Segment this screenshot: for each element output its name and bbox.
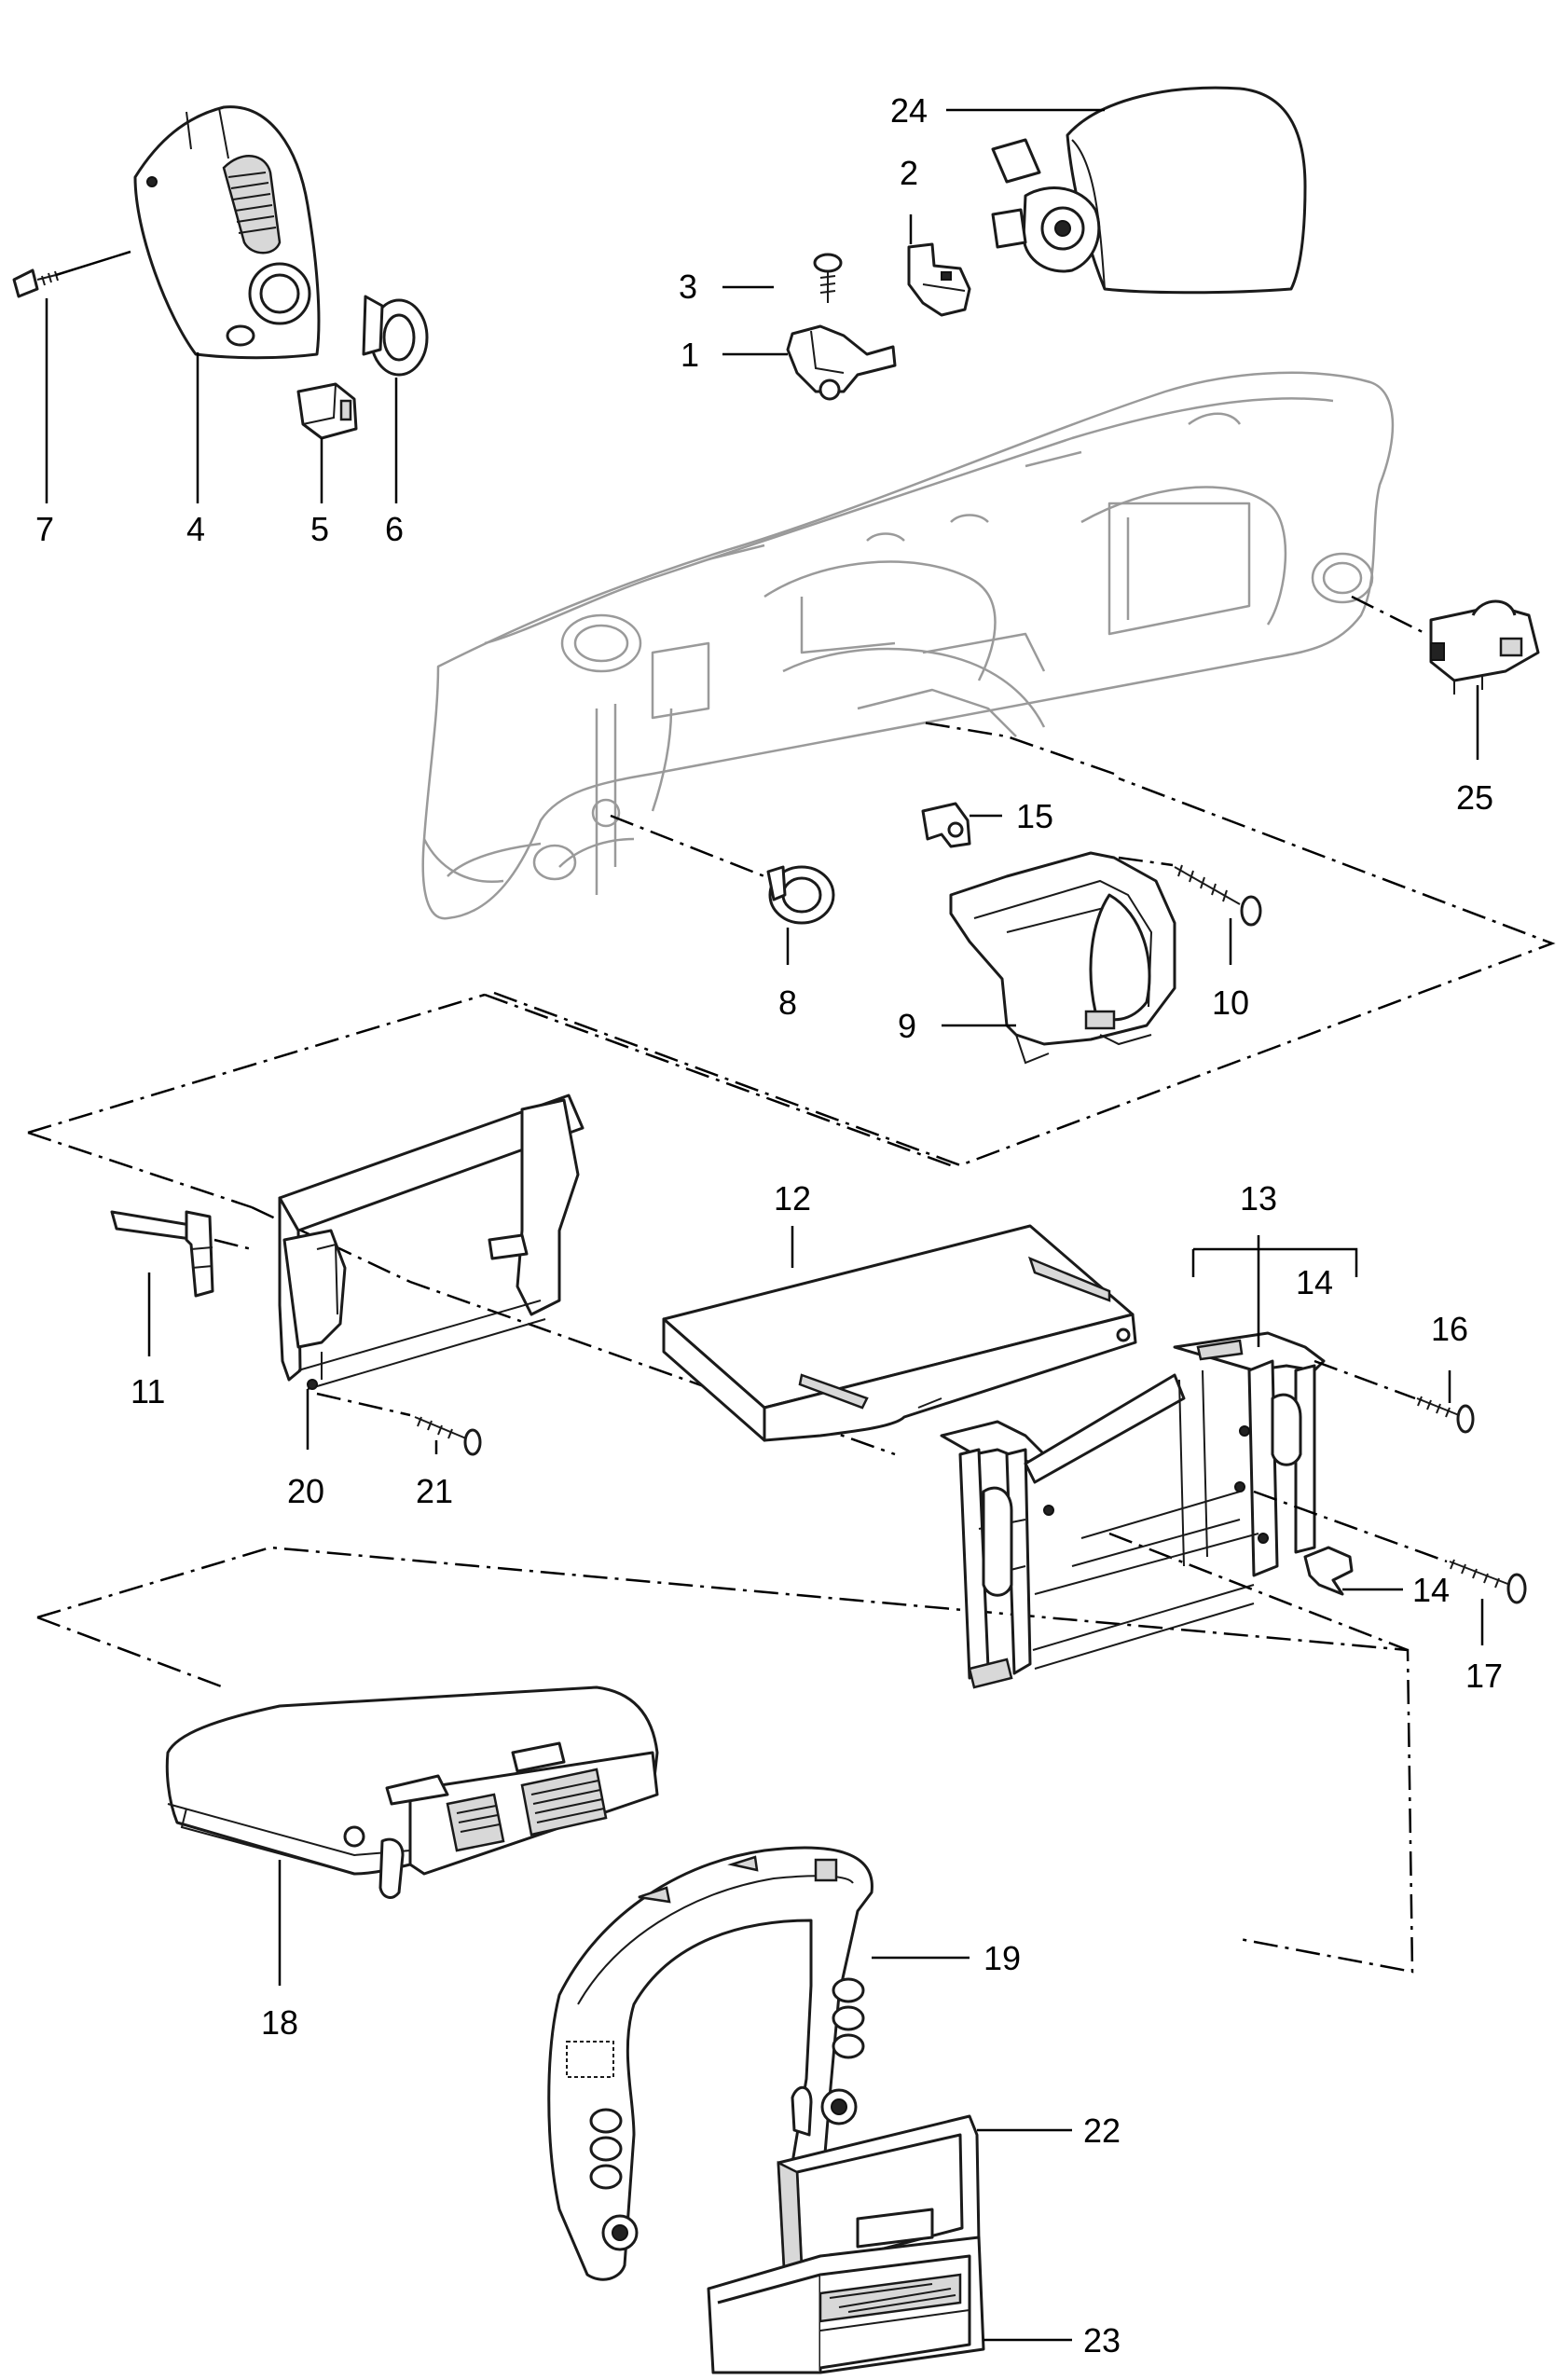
part-14-clip bbox=[1303, 1546, 1354, 1596]
part-6-grommet bbox=[362, 295, 429, 377]
callout-5: 5 bbox=[310, 510, 329, 548]
part-2-sensor bbox=[907, 242, 971, 317]
part-11-bracket bbox=[110, 1210, 253, 1298]
callout-22: 22 bbox=[1083, 2112, 1121, 2150]
callout-6: 6 bbox=[385, 510, 404, 548]
part-23-tray bbox=[707, 2208, 985, 2374]
part-7-screw bbox=[12, 250, 131, 298]
callout-17: 17 bbox=[1465, 1657, 1503, 1695]
callout-14-lower: 14 bbox=[1412, 1571, 1450, 1609]
callout-3: 3 bbox=[679, 268, 697, 306]
callout-18: 18 bbox=[261, 2003, 298, 2042]
callout-14-upper: 14 bbox=[1296, 1263, 1333, 1301]
leader-lines bbox=[45, 108, 1484, 2342]
callout-11: 11 bbox=[131, 1372, 165, 1410]
part-18-climate-unit bbox=[165, 1685, 659, 1899]
callout-24: 24 bbox=[890, 91, 928, 130]
part-24-airbag bbox=[991, 86, 1307, 295]
part-21-screw bbox=[316, 1392, 482, 1456]
callout-1: 1 bbox=[681, 336, 699, 374]
dashboard-outline bbox=[421, 371, 1395, 920]
part-16-screw bbox=[1314, 1359, 1475, 1434]
part-17-screw bbox=[1253, 1490, 1527, 1604]
part-20-radio-frame bbox=[278, 1094, 585, 1390]
part-10-screw bbox=[1118, 856, 1262, 927]
callout-19: 19 bbox=[983, 1939, 1021, 1977]
callout-13: 13 bbox=[1240, 1179, 1277, 1218]
callout-2: 2 bbox=[900, 154, 918, 192]
callout-9: 9 bbox=[898, 1007, 916, 1045]
callout-12: 12 bbox=[774, 1179, 811, 1218]
callout-23: 23 bbox=[1083, 2321, 1121, 2359]
callout-20: 20 bbox=[287, 1472, 324, 1510]
part-5-clip bbox=[296, 382, 358, 440]
part-13-cage-assembly bbox=[940, 1331, 1326, 1689]
callout-25: 25 bbox=[1456, 778, 1493, 817]
callout-10: 10 bbox=[1212, 984, 1249, 1022]
part-25-switch bbox=[1351, 595, 1540, 695]
callout-7: 7 bbox=[35, 510, 54, 548]
callout-21: 21 bbox=[416, 1472, 453, 1510]
part-12-nav-unit bbox=[662, 1224, 1137, 1442]
part-9-center-duct bbox=[949, 851, 1176, 1065]
part-8-bezel bbox=[610, 814, 835, 925]
callout-labels: 24 2 3 1 7 4 5 6 25 15 8 10 9 12 13 14 1… bbox=[35, 91, 1503, 2359]
callout-15: 15 bbox=[1016, 797, 1053, 835]
callout-8: 8 bbox=[778, 984, 797, 1022]
part-3-screw bbox=[813, 253, 843, 303]
callout-4: 4 bbox=[186, 510, 205, 548]
part-4-side-vent bbox=[133, 105, 321, 360]
part-15-clip bbox=[921, 802, 971, 848]
part-19-console-trim bbox=[547, 1846, 873, 2281]
part-1-bracket bbox=[786, 324, 897, 401]
callout-16: 16 bbox=[1431, 1310, 1468, 1348]
